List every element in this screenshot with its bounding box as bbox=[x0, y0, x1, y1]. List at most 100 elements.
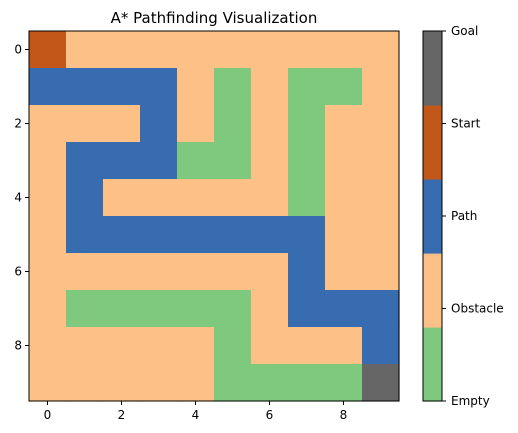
heatmap-cell bbox=[140, 105, 178, 143]
heatmap-cell bbox=[66, 364, 104, 402]
heatmap-cell bbox=[66, 31, 104, 69]
heatmap-cell bbox=[251, 142, 289, 180]
plot-frame bbox=[28, 30, 400, 402]
heatmap-cell bbox=[288, 179, 326, 217]
heatmap-cell bbox=[362, 105, 400, 143]
heatmap-cell bbox=[103, 364, 141, 402]
heatmap-cell bbox=[29, 364, 67, 402]
heatmap-cell bbox=[214, 327, 252, 365]
heatmap-cell bbox=[177, 179, 215, 217]
heatmap-cell bbox=[325, 216, 363, 254]
y-tick-label: 2 bbox=[14, 117, 22, 131]
heatmap-cell bbox=[288, 142, 326, 180]
heatmap-cell bbox=[103, 290, 141, 328]
heatmap-cell bbox=[251, 253, 289, 291]
chart-title: A* Pathfinding Visualization bbox=[111, 9, 318, 27]
heatmap-cell bbox=[288, 105, 326, 143]
heatmap-cell bbox=[251, 179, 289, 217]
heatmap-cell bbox=[325, 179, 363, 217]
heatmap-cell bbox=[177, 253, 215, 291]
x-tick-label: 4 bbox=[192, 408, 200, 422]
heatmap-cell bbox=[103, 179, 141, 217]
heatmap-grid bbox=[29, 31, 400, 402]
colorbar-tick-label: Goal bbox=[451, 24, 478, 38]
heatmap-cell bbox=[325, 105, 363, 143]
heatmap-cell bbox=[325, 68, 363, 106]
heatmap-cell bbox=[362, 142, 400, 180]
heatmap-cell bbox=[177, 364, 215, 402]
heatmap-cell bbox=[251, 105, 289, 143]
heatmap-cell bbox=[29, 327, 67, 365]
heatmap-cell bbox=[288, 290, 326, 328]
heatmap-cell bbox=[288, 216, 326, 254]
heatmap-cell bbox=[325, 290, 363, 328]
heatmap-cell bbox=[140, 327, 178, 365]
heatmap-cell bbox=[29, 31, 67, 69]
x-tick-label: 0 bbox=[44, 408, 52, 422]
y-tick-label: 8 bbox=[14, 339, 22, 353]
heatmap-cell bbox=[140, 216, 178, 254]
colorbar-tick-label: Path bbox=[451, 209, 477, 223]
x-axis: 0 2 4 6 8 bbox=[44, 401, 348, 422]
heatmap-cell bbox=[251, 216, 289, 254]
heatmap-cell bbox=[325, 364, 363, 402]
colorbar-segment bbox=[423, 327, 442, 402]
heatmap-cell bbox=[362, 31, 400, 69]
heatmap-cell bbox=[66, 327, 104, 365]
heatmap-cell bbox=[140, 290, 178, 328]
heatmap-cell bbox=[103, 31, 141, 69]
heatmap-cell bbox=[288, 31, 326, 69]
heatmap-cell bbox=[177, 31, 215, 69]
heatmap-cell bbox=[140, 31, 178, 69]
heatmap-cell bbox=[362, 253, 400, 291]
heatmap-cell bbox=[325, 142, 363, 180]
colorbar-tick-label: Obstacle bbox=[451, 302, 504, 316]
heatmap-cell bbox=[177, 216, 215, 254]
heatmap-cell bbox=[251, 327, 289, 365]
heatmap-cell bbox=[29, 290, 67, 328]
heatmap-cell bbox=[362, 327, 400, 365]
heatmap-cell bbox=[325, 253, 363, 291]
heatmap-cell bbox=[177, 290, 215, 328]
colorbar-tick-label: Empty bbox=[451, 394, 490, 408]
heatmap-cell bbox=[288, 253, 326, 291]
heatmap-cell bbox=[325, 327, 363, 365]
heatmap-cell bbox=[103, 327, 141, 365]
heatmap-cell bbox=[288, 364, 326, 402]
colorbar-tick-label: Start bbox=[451, 117, 481, 131]
heatmap-cell bbox=[251, 31, 289, 69]
heatmap-cell bbox=[66, 105, 104, 143]
heatmap-cell bbox=[29, 142, 67, 180]
heatmap-cell bbox=[140, 253, 178, 291]
y-tick-label: 6 bbox=[14, 265, 22, 279]
heatmap-cell bbox=[140, 179, 178, 217]
x-tick-label: 6 bbox=[266, 408, 274, 422]
heatmap-cell bbox=[66, 290, 104, 328]
colorbar-segment bbox=[423, 31, 442, 106]
heatmap-cell bbox=[325, 31, 363, 69]
heatmap-cell bbox=[140, 364, 178, 402]
colorbar-segment bbox=[423, 179, 442, 254]
heatmap-cell bbox=[251, 290, 289, 328]
heatmap-cell bbox=[251, 364, 289, 402]
heatmap-cell bbox=[177, 327, 215, 365]
y-tick-label: 0 bbox=[14, 43, 22, 57]
colorbar: Empty Obstacle Path Start Goal bbox=[422, 24, 504, 408]
heatmap-cell bbox=[29, 216, 67, 254]
x-tick-label: 8 bbox=[340, 408, 348, 422]
heatmap-cell bbox=[66, 253, 104, 291]
colorbar-segment bbox=[423, 253, 442, 328]
heatmap-cell bbox=[140, 68, 178, 106]
heatmap-cell bbox=[177, 105, 215, 143]
heatmap-cell bbox=[103, 216, 141, 254]
heatmap-cell bbox=[288, 68, 326, 106]
colorbar-segment bbox=[423, 105, 442, 180]
heatmap-cell bbox=[362, 68, 400, 106]
heatmap-cell bbox=[251, 68, 289, 106]
x-tick-label: 2 bbox=[118, 408, 126, 422]
heatmap-cell bbox=[140, 142, 178, 180]
heatmap-cell bbox=[66, 68, 104, 106]
heatmap-cell bbox=[214, 253, 252, 291]
heatmap-cell bbox=[177, 142, 215, 180]
